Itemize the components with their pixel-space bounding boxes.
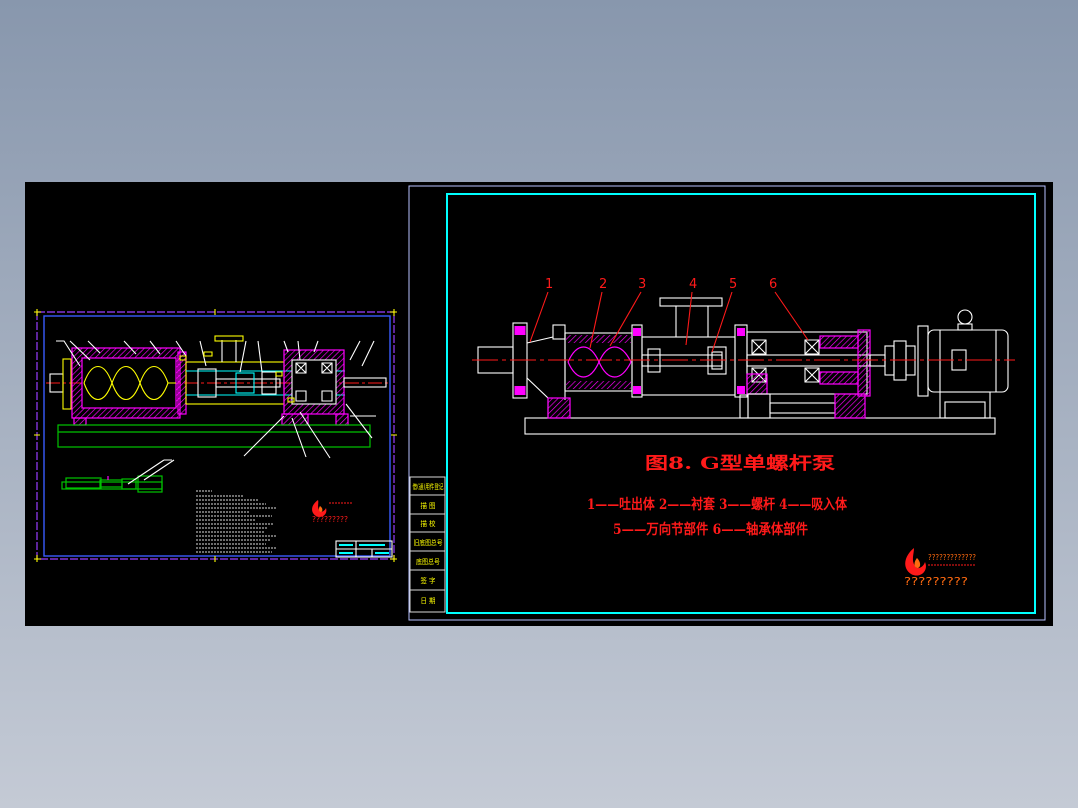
left-universal-joint-right	[261, 371, 277, 395]
side-strip-border	[409, 476, 446, 613]
side-label-borrowed-parts: 借(通)用件登记	[413, 482, 444, 491]
discharge-body-foot	[547, 397, 571, 419]
side-strip-rows	[410, 494, 445, 591]
right-drawing-sheet[interactable]: 借(通)用件登记 描 图 描 校 旧底图总号 底图总号 签 字 日 期	[408, 185, 1046, 621]
technical-notes-block	[196, 490, 276, 553]
left-support-foot	[73, 417, 87, 426]
overview-pump-body	[65, 477, 102, 489]
left-overview-figure	[61, 459, 175, 493]
side-label-signature: 签 字	[421, 576, 436, 585]
left-support-foot-right	[335, 413, 349, 426]
flame-logo-inner	[318, 506, 323, 512]
legend-line-2: 5——万向节部件 6——轴承体部件	[613, 521, 808, 538]
motor-ribs	[939, 330, 997, 392]
leader-line-3	[609, 291, 642, 347]
bearing-end-cap	[857, 329, 871, 397]
left-screw-rotor-lower	[83, 365, 169, 401]
technical-notes-lines	[196, 490, 276, 553]
left-stator-flange	[177, 351, 187, 415]
left-sheet-corner-marks	[34, 309, 397, 562]
left-coupling-rod	[215, 378, 281, 388]
screw-rotor-lower	[567, 346, 632, 378]
motor-lifting-ring	[957, 309, 973, 325]
left-logo-caption: ?????????	[312, 515, 348, 524]
flame-logo-icon	[905, 548, 926, 576]
flame-logo-inner	[914, 558, 921, 568]
left-title-block-entry	[339, 544, 353, 546]
right-sheet-outer-border	[408, 185, 1046, 621]
side-approval-strip: 借(通)用件登记 描 图 描 校 旧底图总号 底图总号 签 字 日 期	[409, 476, 446, 613]
stator-liner-bottom	[566, 381, 631, 389]
left-title-block-entry	[359, 544, 385, 546]
side-label-traced: 描 图	[421, 501, 436, 510]
leader-line-5	[711, 291, 733, 353]
overview-leader-lines	[127, 459, 175, 485]
left-leader-lines	[56, 340, 376, 459]
part-number-1: 1	[545, 277, 553, 292]
right-logo-caption-bottom: ?????????	[904, 575, 968, 588]
left-discharge-flange	[62, 358, 72, 410]
left-balloon-marks	[179, 351, 295, 403]
part-number-5: 5	[729, 277, 737, 292]
left-title-block-entry	[339, 552, 353, 554]
left-bearing-bore	[291, 359, 337, 405]
overview-bearing	[121, 478, 137, 490]
left-inlet-flange	[214, 335, 244, 342]
left-pump-assembly-section	[46, 335, 390, 459]
leader-line-4	[685, 291, 693, 346]
left-drawing-sheet[interactable]: ?????????	[34, 309, 397, 562]
left-inlet-pipe	[221, 340, 237, 362]
figure-title: 图8. G型单螺杆泵	[645, 453, 835, 474]
screw-pump-assembly	[472, 297, 1015, 435]
flange-bolt	[737, 328, 745, 336]
flange-bolt	[633, 328, 641, 336]
part-number-6: 6	[769, 277, 777, 292]
flange-bolt	[633, 386, 641, 394]
bearing-cover	[746, 373, 768, 395]
left-title-block-grid	[336, 541, 392, 557]
side-label-trace-check: 描 校	[421, 519, 436, 528]
bearing-spacer-top	[819, 335, 859, 349]
leader-line-2	[589, 291, 603, 349]
leader-line-6	[774, 291, 809, 341]
left-drive-shaft	[343, 377, 387, 388]
bearing-spacer-bottom	[819, 371, 859, 385]
side-label-base-number: 底图总号	[416, 557, 440, 566]
left-universal-joint-mid	[235, 372, 255, 394]
right-logo: ????????????? ?????????	[904, 548, 976, 588]
side-label-old-base-number: 旧底图总号	[414, 538, 443, 547]
flange-bolt	[737, 386, 745, 394]
left-logo: ?????????	[312, 500, 353, 524]
left-sheet-inner-border	[43, 315, 391, 557]
stator-liner-top	[566, 335, 631, 343]
motor-base-foot	[944, 401, 986, 419]
left-bearing	[295, 362, 333, 402]
part-number-4: 4	[689, 277, 697, 292]
side-label-date: 日 期	[421, 597, 436, 605]
left-stator-bore	[81, 357, 177, 409]
flange-bolt	[514, 386, 526, 395]
suction-inlet-pipe	[675, 306, 709, 337]
leader-line-1	[529, 291, 549, 343]
part-callouts: 1 2 3 4 5 6	[529, 277, 809, 353]
left-support-foot-middle	[281, 413, 309, 426]
legend-line-1: 1——吐出体 2——衬套 3——螺杆 4——吸入体	[587, 496, 848, 513]
right-logo-caption-top: ?????????????	[928, 553, 976, 562]
left-screw-rotor	[83, 365, 176, 401]
left-title-block-entry	[375, 552, 389, 554]
right-sheet-inner-border	[446, 193, 1036, 614]
bearing-support-right	[834, 393, 866, 419]
flange-bolt	[514, 326, 526, 335]
left-title-block	[335, 540, 393, 558]
flame-logo-icon	[312, 500, 327, 517]
part-number-2: 2	[599, 277, 607, 292]
discharge-body-flange	[552, 324, 566, 340]
part-number-3: 3	[638, 277, 646, 292]
bearing-right	[804, 339, 820, 383]
